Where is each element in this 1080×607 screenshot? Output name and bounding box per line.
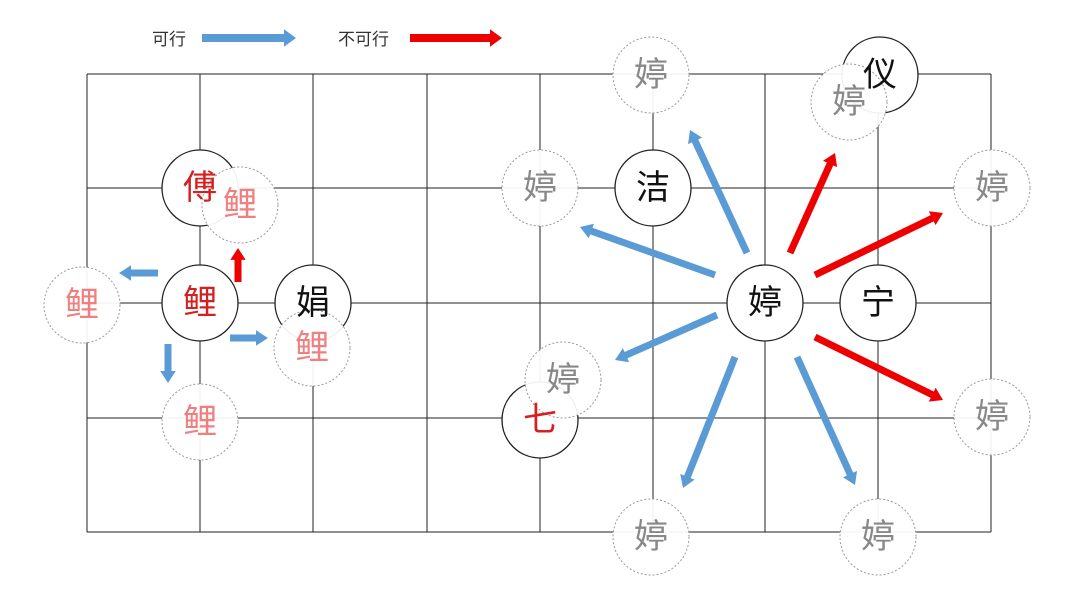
ghost-circle: [839, 498, 917, 576]
legend-infeasible-arrow: [410, 29, 502, 47]
ghost-piece: 婷: [612, 36, 690, 114]
ghost-char: 鲤: [65, 285, 99, 325]
infeasible-move-arrow: [813, 211, 943, 279]
ghost-piece: 婷: [953, 149, 1031, 227]
piece-circle: [161, 264, 239, 342]
ghost-piece: 鲤: [43, 266, 121, 344]
pieces: 鲤鲤鲤鲤婷婷婷婷婷婷婷婷: [43, 36, 1031, 576]
ghost-char: 婷: [523, 168, 557, 208]
ghost-piece: 鲤: [161, 383, 239, 461]
infeasible-move-arrow: [786, 153, 838, 255]
ghost-circle: [161, 383, 239, 461]
piece-char: 娟: [296, 283, 330, 323]
ghost-char: 婷: [975, 168, 1009, 208]
piece-circle: [726, 264, 804, 342]
feasible-move-arrow: [688, 130, 751, 255]
piece-circle: [614, 149, 692, 227]
ghost-circle: [43, 266, 121, 344]
ghost-circle: [524, 341, 602, 419]
ghost-char: 鲤: [223, 185, 257, 225]
ghost-piece: 鲤: [273, 309, 351, 387]
ghost-circle: [612, 36, 690, 114]
ghost-char: 婷: [861, 517, 895, 557]
piece-circle: [839, 264, 917, 342]
feasible-move-arrow: [230, 330, 268, 346]
piece-red: [161, 264, 239, 342]
ghost-circle: [612, 498, 690, 576]
legend-feasible-label: 可行: [152, 30, 186, 50]
ghost-char: 鲤: [183, 402, 217, 442]
piece-char: 仪: [863, 55, 897, 95]
ghost-piece: 婷: [524, 341, 602, 419]
ghost-char: 婷: [634, 55, 668, 95]
feasible-arrow-icon: [202, 29, 296, 47]
ghost-char: 婷: [634, 517, 668, 557]
ghost-piece: 婷: [501, 149, 579, 227]
piece-black: [726, 264, 804, 342]
ghost-circle: [273, 309, 351, 387]
feasible-move-arrow: [680, 355, 739, 488]
legend-infeasible-label: 不可行: [338, 30, 389, 50]
legend-feasible-arrow: [202, 29, 296, 47]
ghost-char: 婷: [832, 82, 866, 122]
move-arrows: [119, 130, 943, 488]
ghost-piece: 鲤: [201, 166, 279, 244]
ghost-piece: 婷: [953, 378, 1031, 456]
ghost-circle: [953, 149, 1031, 227]
ghost-circle: [501, 149, 579, 227]
ghost-circle: [201, 166, 279, 244]
piece-black: [839, 264, 917, 342]
piece-char: 七: [523, 400, 557, 440]
infeasible-arrow-icon: [410, 29, 502, 47]
ghost-piece: 婷: [839, 498, 917, 576]
piece-labels: 傅鲤娟仪七洁婷宁: [183, 55, 897, 440]
ghost-circle: [953, 378, 1031, 456]
feasible-move-arrow: [580, 223, 717, 279]
piece-black: [614, 149, 692, 227]
ghost-char: 婷: [546, 360, 580, 400]
ghost-char: 鲤: [295, 328, 329, 368]
infeasible-move-arrow: [230, 248, 246, 282]
piece-char: 傅: [183, 168, 217, 208]
feasible-move-arrow: [793, 355, 858, 485]
feasible-move-arrow: [160, 344, 176, 383]
feasible-move-arrow: [119, 265, 158, 281]
ghost-circle: [810, 63, 888, 141]
piece-char: 婷: [748, 283, 782, 323]
ghost-piece: 婷: [810, 63, 888, 141]
piece-char: 洁: [636, 168, 670, 208]
piece-char: 宁: [861, 283, 895, 323]
infeasible-move-arrow: [813, 333, 943, 402]
legend: 可行 不可行: [152, 29, 502, 50]
feasible-move-arrow: [615, 311, 719, 363]
ghost-char: 婷: [975, 397, 1009, 437]
piece-char: 鲤: [183, 283, 217, 323]
ghost-piece: 婷: [612, 498, 690, 576]
